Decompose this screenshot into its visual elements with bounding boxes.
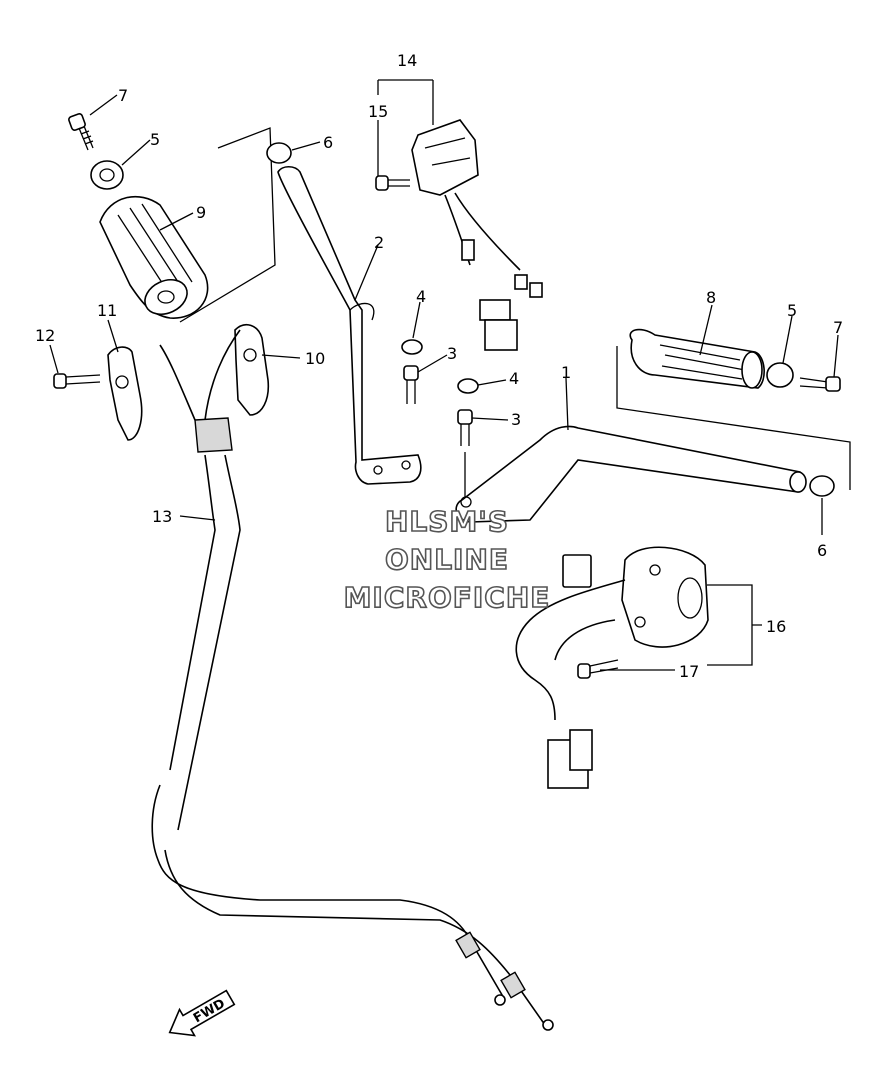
grip-9 — [99, 195, 209, 319]
bolt-7-left — [68, 113, 94, 151]
callout-11: 11 — [97, 301, 117, 320]
throttle-cables-13 — [151, 329, 554, 1031]
grip-8 — [629, 328, 765, 389]
collar-5-left — [90, 160, 124, 190]
callout-4-lower: 4 — [509, 369, 519, 388]
bolt-3-lower — [457, 409, 473, 498]
callout-7-right: 7 — [833, 318, 843, 337]
callout-14: 14 — [397, 51, 417, 70]
handlebar-1 — [455, 425, 835, 523]
watermark-line-2: ONLINE — [385, 543, 509, 576]
watermark: HLSM'S ONLINE MICROFICHE — [343, 504, 551, 615]
callout-3-upper: 3 — [447, 344, 457, 363]
callout-9: 9 — [196, 203, 206, 222]
callout-7-left: 7 — [118, 86, 128, 105]
collar-5-right — [766, 362, 794, 388]
callout-4-upper: 4 — [416, 287, 426, 306]
cap-4-upper — [401, 339, 423, 355]
forward-arrow: FWD — [168, 989, 236, 1037]
bolt-7-right — [799, 376, 841, 392]
left-switch-14 — [375, 119, 543, 351]
right-switch-16 — [515, 546, 709, 789]
callout-8: 8 — [706, 288, 716, 307]
callout-12: 12 — [35, 326, 55, 345]
bolt-12 — [53, 373, 101, 389]
left-grip-group — [68, 113, 276, 323]
callout-10: 10 — [305, 349, 325, 368]
callout-numbers: 7 5 9 6 2 14 15 4 3 4 3 1 8 5 7 6 11 12 … — [35, 51, 843, 681]
callout-13: 13 — [152, 507, 172, 526]
holder-11 — [107, 346, 143, 441]
right-grip-group — [616, 328, 851, 490]
callout-5-left: 5 — [150, 130, 160, 149]
watermark-line-3: MICROFICHE — [344, 581, 551, 614]
handlebar-2 — [266, 142, 422, 485]
holder-10 — [234, 323, 270, 416]
watermark-line-1: HLSM'S — [385, 505, 509, 538]
callout-6-upper: 6 — [323, 133, 333, 152]
callout-16: 16 — [766, 617, 786, 636]
bolt-3-upper — [403, 365, 419, 404]
callout-6-lower: 6 — [817, 541, 827, 560]
callout-2: 2 — [374, 233, 384, 252]
callout-5-right: 5 — [787, 301, 797, 320]
callout-17: 17 — [679, 662, 699, 681]
cap-4-lower — [457, 378, 479, 394]
callout-15: 15 — [368, 102, 388, 121]
leader-lines — [49, 79, 839, 671]
callout-1: 1 — [561, 363, 571, 382]
callout-3-lower: 3 — [511, 410, 521, 429]
